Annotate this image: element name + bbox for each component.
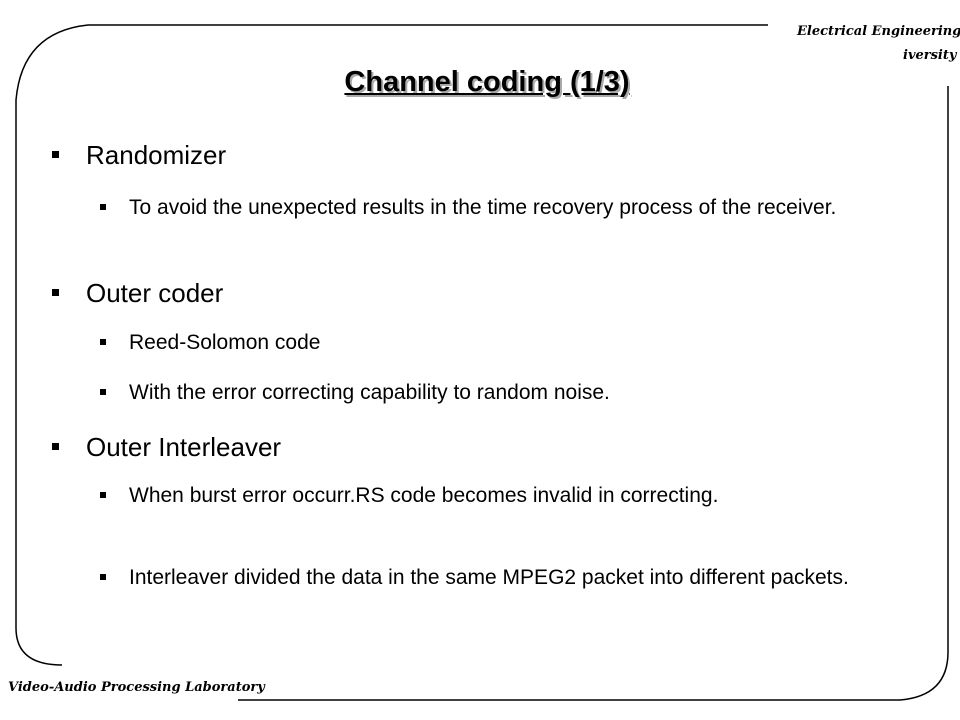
square-bullet-icon: [100, 389, 106, 395]
slide-title-container: Channel coding (1/3): [0, 66, 960, 99]
square-bullet-icon: [100, 339, 106, 345]
square-bullet-icon: [52, 151, 59, 158]
sub-bullet-text: With the error correcting capability to …: [129, 381, 610, 404]
bullet-heading: Randomizer: [86, 140, 227, 170]
bullet-outer-coder: Outer coder: [52, 278, 223, 308]
bullet-heading: Outer Interleaver: [86, 432, 282, 462]
footer-lab-name: Video-Audio Processing Laboratory: [8, 680, 265, 695]
square-bullet-icon: [52, 443, 59, 450]
sub-bullet-randomizer-1: To avoid the unexpected results in the t…: [100, 192, 920, 224]
sub-bullet-text: To avoid the unexpected results in the t…: [129, 196, 837, 219]
slide-title: Channel coding (1/3): [344, 66, 630, 98]
sub-bullet-outer-coder-1: Reed-Solomon code: [100, 327, 920, 359]
bullet-randomizer: Randomizer: [52, 140, 226, 170]
square-bullet-icon: [100, 492, 106, 498]
sub-bullet-text: When burst error occurr.RS code becomes …: [129, 484, 719, 507]
square-bullet-icon: [100, 204, 106, 210]
bullet-outer-interleaver: Outer Interleaver: [52, 432, 281, 462]
header-department: Electrical Engineering: [797, 24, 960, 39]
sub-bullet-outer-coder-2: With the error correcting capability to …: [100, 377, 920, 409]
square-bullet-icon: [100, 574, 106, 580]
sub-bullet-outer-interleaver-1: When burst error occurr.RS code becomes …: [100, 480, 920, 512]
bullet-heading: Outer coder: [86, 278, 224, 308]
sub-bullet-text: Reed-Solomon code: [129, 331, 321, 354]
sub-bullet-text: Interleaver divided the data in the same…: [129, 566, 849, 589]
sub-bullet-outer-interleaver-2: Interleaver divided the data in the same…: [100, 562, 920, 594]
square-bullet-icon: [52, 289, 59, 296]
header-university: iversity: [903, 48, 957, 63]
